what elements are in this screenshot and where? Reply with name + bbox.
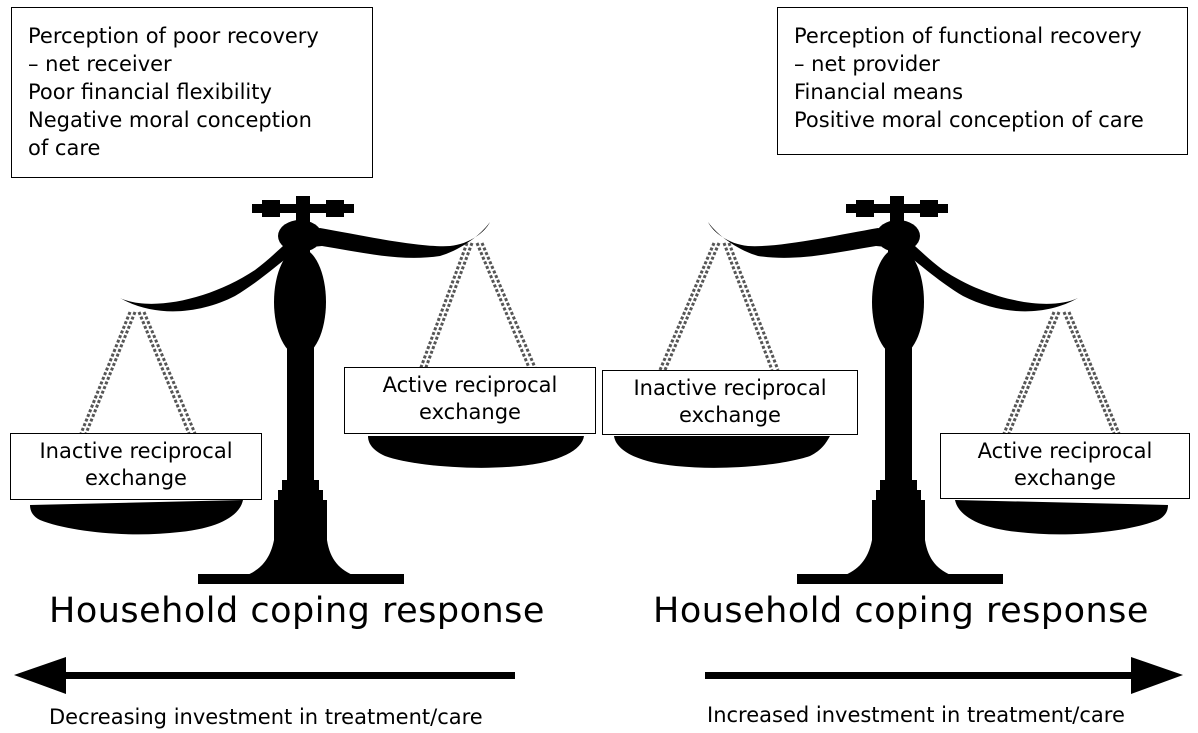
right-scale-pan-low — [955, 500, 1168, 535]
right-scale-pan-high — [614, 436, 830, 468]
right-factors-box: Perception of functional recovery – net … — [777, 7, 1188, 155]
right-scale-chains-high — [658, 242, 780, 371]
left-scale-pivot — [278, 220, 322, 252]
right-scale-column-bulb — [872, 248, 924, 356]
left-scale-chains-low — [78, 311, 198, 437]
pan-label-line: exchange — [1014, 466, 1116, 490]
right-arrow-caption: Increased investment in treatment/care — [707, 703, 1125, 727]
pan-label-line: exchange — [419, 400, 521, 424]
right-scale-shaft — [885, 345, 912, 485]
left-factor-line: Poor financial flexibility — [28, 80, 272, 104]
left-factor-line: Negative moral conception — [28, 108, 312, 132]
right-coping-title: Household coping response — [653, 591, 1149, 631]
left-scale-pan-high — [368, 436, 584, 468]
pan-label-line: Active reciprocal — [977, 439, 1153, 463]
right-scale-pivot — [876, 220, 920, 252]
right-factor-line: Perception of functional recovery — [794, 24, 1142, 48]
left-factor-line: – net receiver — [28, 52, 172, 76]
right-scale-base — [797, 480, 1003, 584]
right-scale-chains-low — [1001, 311, 1122, 437]
left-arrow-icon — [14, 657, 515, 694]
right-factor-line: Positive moral conception of care — [794, 108, 1144, 132]
left-factor-line: of care — [28, 136, 101, 160]
left-scale-beam — [120, 222, 490, 312]
right-scale-high-pan-label: Inactive reciprocal exchange — [602, 370, 858, 435]
pan-label-line: exchange — [679, 403, 781, 427]
left-scale-base — [198, 480, 404, 584]
pan-label-line: Inactive reciprocal — [633, 376, 827, 400]
left-scale-column-bulb — [274, 248, 326, 356]
left-factor-line: Perception of poor recovery — [28, 24, 319, 48]
left-scale-low-pan-label: Inactive reciprocal exchange — [10, 433, 262, 500]
pan-label-line: Inactive reciprocal — [39, 439, 233, 463]
left-balance-scale-icon — [30, 196, 584, 584]
left-factors-box: Perception of poor recovery – net receiv… — [11, 7, 373, 178]
left-scale-pan-low — [30, 500, 243, 535]
right-scale-beam — [708, 222, 1078, 312]
left-scale-shaft — [287, 345, 314, 485]
pan-label-line: Active reciprocal — [382, 373, 558, 397]
right-factor-line: – net provider — [794, 52, 940, 76]
right-factor-line: Financial means — [794, 80, 964, 104]
left-scale-chains-high — [418, 242, 538, 371]
right-balance-scale-icon — [614, 196, 1168, 584]
left-scale-high-pan-label: Active reciprocal exchange — [344, 367, 596, 434]
right-arrow-icon — [705, 657, 1183, 694]
left-arrow-caption: Decreasing investment in treatment/care — [49, 705, 483, 729]
pan-label-line: exchange — [85, 466, 187, 490]
right-scale-low-pan-label: Active reciprocal exchange — [940, 433, 1190, 499]
left-coping-title: Household coping response — [49, 591, 545, 631]
